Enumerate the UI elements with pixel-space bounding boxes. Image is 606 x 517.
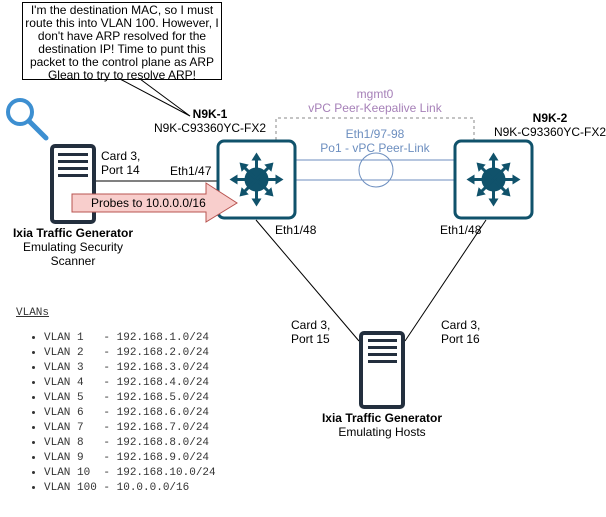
- n9k2-hosts-link: [404, 219, 487, 342]
- hosts-right-port-line2: Port 16: [441, 332, 480, 346]
- hosts-left-port-label: Card 3, Port 15: [291, 318, 330, 346]
- n9k1-eth147-label: Eth1/47: [170, 164, 212, 178]
- keepalive-label-line1: mgmt0: [356, 87, 394, 101]
- vlan-item: VLAN 2 - 192.168.2.0/24: [44, 346, 216, 361]
- vlan-items: VLAN 1 - 192.168.1.0/24VLAN 2 - 192.168.…: [16, 331, 216, 496]
- n9k1-hosts-link: [255, 219, 360, 342]
- vlan-list: VLANs VLAN 1 - 192.168.1.0/24VLAN 2 - 19…: [16, 307, 216, 496]
- vlan-item: VLAN 9 - 192.168.9.0/24: [44, 451, 216, 466]
- callout-bubble: I'm the destination MAC, so I must route…: [22, 2, 222, 82]
- hosts-right-port-label: Card 3, Port 16: [441, 318, 480, 346]
- keepalive-link: [275, 117, 475, 140]
- vlan-item: VLAN 10 - 192.168.10.0/24: [44, 466, 216, 481]
- scanner-subtitle-line1: Emulating Security: [22, 240, 124, 254]
- scanner-title: Ixia Traffic Generator: [12, 226, 134, 240]
- switch-icon[interactable]: [453, 139, 534, 220]
- n9k2-label: N9K-2 N9K-C93360YC-FX2: [480, 111, 606, 139]
- vlan-item: VLAN 4 - 192.168.4.0/24: [44, 376, 216, 391]
- scanner-port-label: Card 3, Port 14: [101, 149, 140, 177]
- server-icon: [359, 331, 405, 409]
- probes-arrow-label: Probes to 10.0.0.0/16: [91, 196, 206, 210]
- switch-icon[interactable]: [216, 139, 297, 220]
- vlan-item: VLAN 3 - 192.168.3.0/24: [44, 361, 216, 376]
- n9k1-model: N9K-C93360YC-FX2: [153, 121, 267, 135]
- port-channel-bundle-icon: [358, 152, 394, 188]
- scanner-label: Ixia Traffic Generator Emulating Securit…: [0, 226, 146, 268]
- vlan-list-title: VLANs: [16, 307, 50, 319]
- scanner-port-line2: Port 14: [101, 163, 140, 177]
- n9k1-name: N9K-1: [192, 107, 228, 121]
- probes-arrow: [71, 182, 238, 223]
- vlan-item: VLAN 1 - 192.168.1.0/24: [44, 331, 216, 346]
- n9k2-eth148-label: Eth1/48: [440, 223, 482, 237]
- vlan-item: VLAN 6 - 192.168.6.0/24: [44, 406, 216, 421]
- keepalive-label: mgmt0 vPC Peer-Keepalive Link: [300, 87, 450, 115]
- hosts-left-port-line2: Port 15: [291, 332, 330, 346]
- peer-link-label-line1: Eth1/97-98: [345, 127, 405, 141]
- hosts-subtitle: Emulating Hosts: [338, 425, 426, 439]
- hosts-label: Ixia Traffic Generator Emulating Hosts: [302, 411, 462, 439]
- vlan-item: VLAN 100 - 10.0.0.0/16: [44, 481, 216, 496]
- n9k1-label: N9K-1 N9K-C93360YC-FX2: [140, 107, 280, 135]
- vlan-item: VLAN 8 - 192.168.8.0/24: [44, 436, 216, 451]
- hosts-left-port-line1: Card 3,: [291, 318, 331, 332]
- scanner-port-line1: Card 3,: [101, 149, 141, 163]
- n9k2-name: N9K-2: [532, 111, 568, 125]
- hosts-right-port-line1: Card 3,: [441, 318, 481, 332]
- vlan-item: VLAN 5 - 192.168.5.0/24: [44, 391, 216, 406]
- scanner-subtitle-line2: Scanner: [50, 254, 96, 268]
- peer-link-label: Eth1/97-98 Po1 - vPC Peer-Link: [300, 127, 450, 155]
- hosts-title: Ixia Traffic Generator: [321, 411, 443, 425]
- n9k2-model: N9K-C93360YC-FX2: [493, 125, 606, 139]
- vlan-item: VLAN 7 - 192.168.7.0/24: [44, 421, 216, 436]
- keepalive-label-line2: vPC Peer-Keepalive Link: [308, 101, 442, 115]
- magnifier-icon: [6, 98, 49, 141]
- n9k1-eth148-label: Eth1/48: [275, 223, 317, 237]
- peer-link-label-line2: Po1 - vPC Peer-Link: [320, 141, 430, 155]
- callout-text: I'm the destination MAC, so I must route…: [25, 3, 219, 82]
